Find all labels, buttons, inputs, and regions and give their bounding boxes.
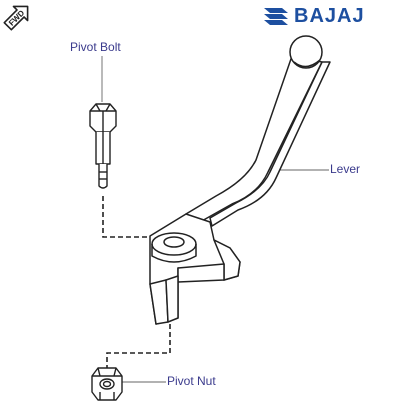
lever-label: Lever	[330, 162, 361, 176]
lever-blade	[185, 55, 323, 223]
pivot-nut	[91, 367, 123, 401]
brand-name: BAJAJ	[294, 4, 365, 27]
lever-ball-end	[289, 35, 323, 69]
bolt-assembly-line	[102, 196, 165, 238]
bolt-shank	[95, 132, 111, 165]
bolt-thread	[98, 164, 108, 189]
pivot-bolt	[89, 103, 117, 189]
bolt-head	[89, 103, 117, 133]
leader-lines	[101, 56, 329, 383]
nut-body	[91, 367, 123, 401]
bajaj-logo-icon	[264, 8, 288, 25]
nut-hole	[99, 378, 115, 390]
fwd-arrow-icon: FWD	[3, 5, 29, 31]
pivot-nut-label: Pivot Nut	[167, 374, 216, 388]
lever	[149, 35, 331, 325]
assembly-lines	[102, 196, 171, 370]
brand-logo: BAJAJ	[262, 4, 365, 28]
lever-pivot-boss	[151, 232, 197, 256]
nut-assembly-line	[106, 287, 171, 370]
pivot-bolt-label: Pivot Bolt	[70, 40, 121, 54]
lever-body	[149, 213, 241, 325]
lever-pivot-hole	[163, 236, 185, 248]
